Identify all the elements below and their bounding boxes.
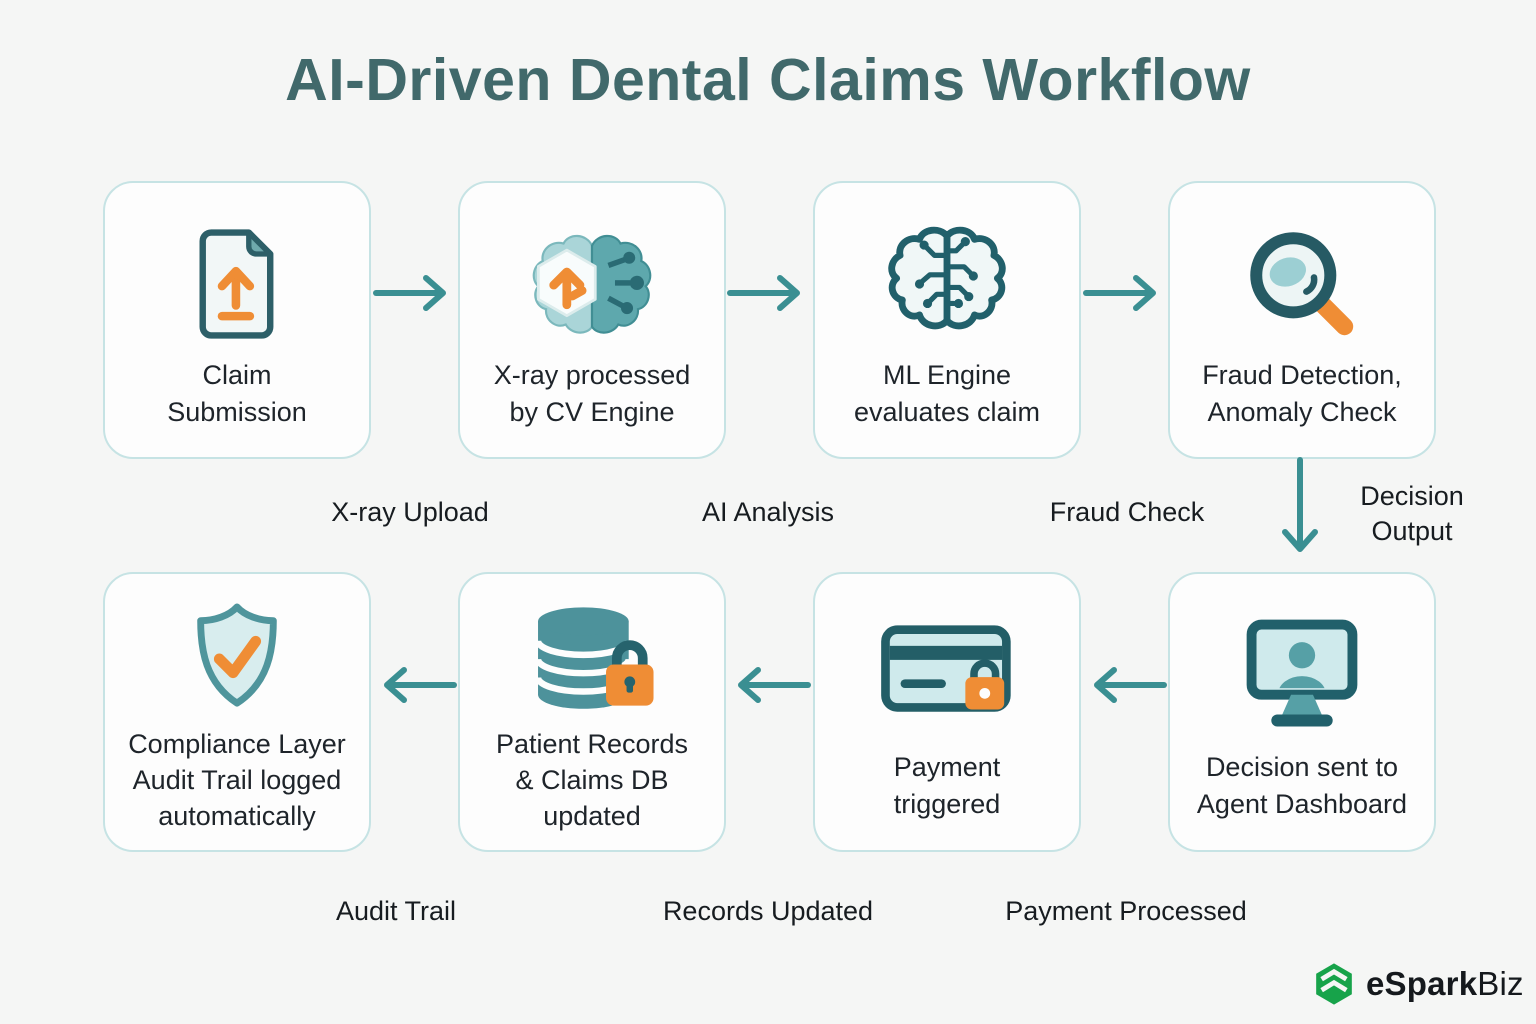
caption-line: Patient Records: [495, 729, 689, 759]
page-title: AI-Driven Dental Claims Workflow: [285, 47, 1251, 113]
caption-line: Payment: [893, 752, 1001, 782]
flow-label-line: Decision: [1360, 481, 1464, 511]
arrow-right-xray-to-ml-icon: [726, 271, 812, 315]
esparkbiz-logo-icon: [1316, 963, 1352, 1005]
brain-circuit-icon: [884, 219, 1010, 349]
credit-card-lock-icon: [879, 610, 1015, 740]
caption-line: Fraud Detection,: [1202, 360, 1402, 390]
caption-line: ML Engine: [882, 360, 1012, 390]
arrow-right-ml-to-fraud-icon: [1082, 271, 1168, 315]
flow-label-line: Output: [1371, 516, 1453, 546]
node-xray-processed: X-ray processed by CV Engine: [458, 181, 726, 459]
caption-line: automatically: [158, 801, 316, 831]
caption-line: by CV Engine: [509, 397, 675, 427]
node-claim-submission: Claim Submission: [103, 181, 371, 459]
node-ml-engine: ML Engine evaluates claim: [813, 181, 1081, 459]
caption-line: Claim: [202, 360, 272, 390]
shield-check-icon: [182, 596, 292, 718]
node-caption: Fraud Detection, Anomaly Check: [1202, 349, 1402, 457]
node-caption: Payment triggered: [894, 740, 1001, 850]
caption-line: Compliance Layer: [128, 729, 346, 759]
document-upload-icon: [181, 219, 293, 349]
flow-label-ai-analysis: AI Analysis: [701, 497, 835, 527]
arrow-right-claim-to-xray-icon: [372, 271, 458, 315]
flow-label-decision-output: Decision Output: [1322, 479, 1502, 549]
node-caption: Decision sent to Agent Dashboard: [1197, 740, 1407, 850]
flow-label-xray-upload: X-ray Upload: [331, 497, 489, 527]
caption-line: Agent Dashboard: [1196, 789, 1408, 819]
node-fraud-detection: Fraud Detection, Anomaly Check: [1168, 181, 1436, 459]
arrow-left-records-to-compliance-icon: [372, 663, 458, 707]
caption-line: Decision sent to: [1205, 752, 1399, 782]
arrow-left-decision-to-payment-icon: [1082, 663, 1168, 707]
node-caption: X-ray processed by CV Engine: [494, 349, 691, 457]
flow-label-fraud-check: Fraud Check: [1049, 497, 1205, 527]
caption-line: evaluates claim: [853, 397, 1041, 427]
esparkbiz-logo-text: eSparkBiz: [1366, 965, 1524, 1003]
arrow-down-fraud-to-decision-icon: [1278, 456, 1322, 566]
logo-text-bold: eSpark: [1366, 965, 1478, 1002]
logo-text-light: Biz: [1477, 965, 1524, 1002]
caption-line: Audit Trail logged: [132, 765, 342, 795]
flow-label-payment-processed: Payment Processed: [1005, 896, 1247, 926]
caption-line: Anomaly Check: [1207, 397, 1397, 427]
flow-label-records-updated: Records Updated: [662, 896, 874, 926]
node-caption: Compliance Layer Audit Trail logged auto…: [128, 718, 346, 850]
node-decision-dashboard: Decision sent to Agent Dashboard: [1168, 572, 1436, 852]
esparkbiz-logo: eSparkBiz: [1312, 960, 1524, 1008]
caption-line: X-ray processed: [493, 360, 691, 390]
magnifier-icon: [1241, 219, 1363, 349]
node-payment-triggered: Payment triggered: [813, 572, 1081, 852]
node-patient-records: Patient Records & Claims DB updated: [458, 572, 726, 852]
caption-line: triggered: [893, 789, 1001, 819]
database-lock-icon: [524, 596, 660, 718]
caption-line: updated: [543, 801, 641, 831]
flow-label-audit-trail: Audit Trail: [335, 896, 457, 926]
node-caption: ML Engine evaluates claim: [854, 349, 1040, 457]
caption-line: Submission: [167, 397, 307, 427]
monitor-agent-icon: [1236, 610, 1368, 740]
arrow-left-payment-to-records-icon: [726, 663, 812, 707]
caption-line: & Claims DB: [515, 765, 669, 795]
node-caption: Patient Records & Claims DB updated: [496, 718, 688, 850]
node-caption: Claim Submission: [167, 349, 307, 457]
node-compliance-layer: Compliance Layer Audit Trail logged auto…: [103, 572, 371, 852]
brain-cv-upload-icon: [523, 219, 661, 349]
